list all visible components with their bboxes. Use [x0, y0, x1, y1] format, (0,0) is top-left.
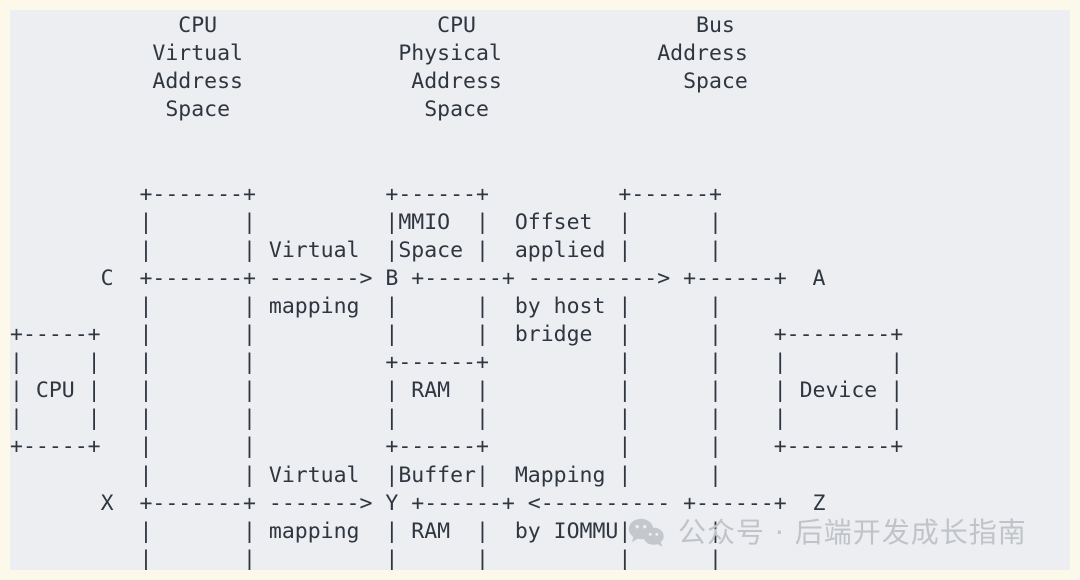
ascii-art-diagram: CPU CPU Bus Virtual Physical Address Add… [10, 13, 904, 570]
wechat-icon [628, 518, 666, 548]
watermark-text: 公众号 · 后端开发成长指南 [678, 516, 1027, 549]
diagram-canvas: CPU CPU Bus Virtual Physical Address Add… [10, 10, 1070, 570]
watermark: 公众号 · 后端开发成长指南 [628, 518, 1027, 548]
